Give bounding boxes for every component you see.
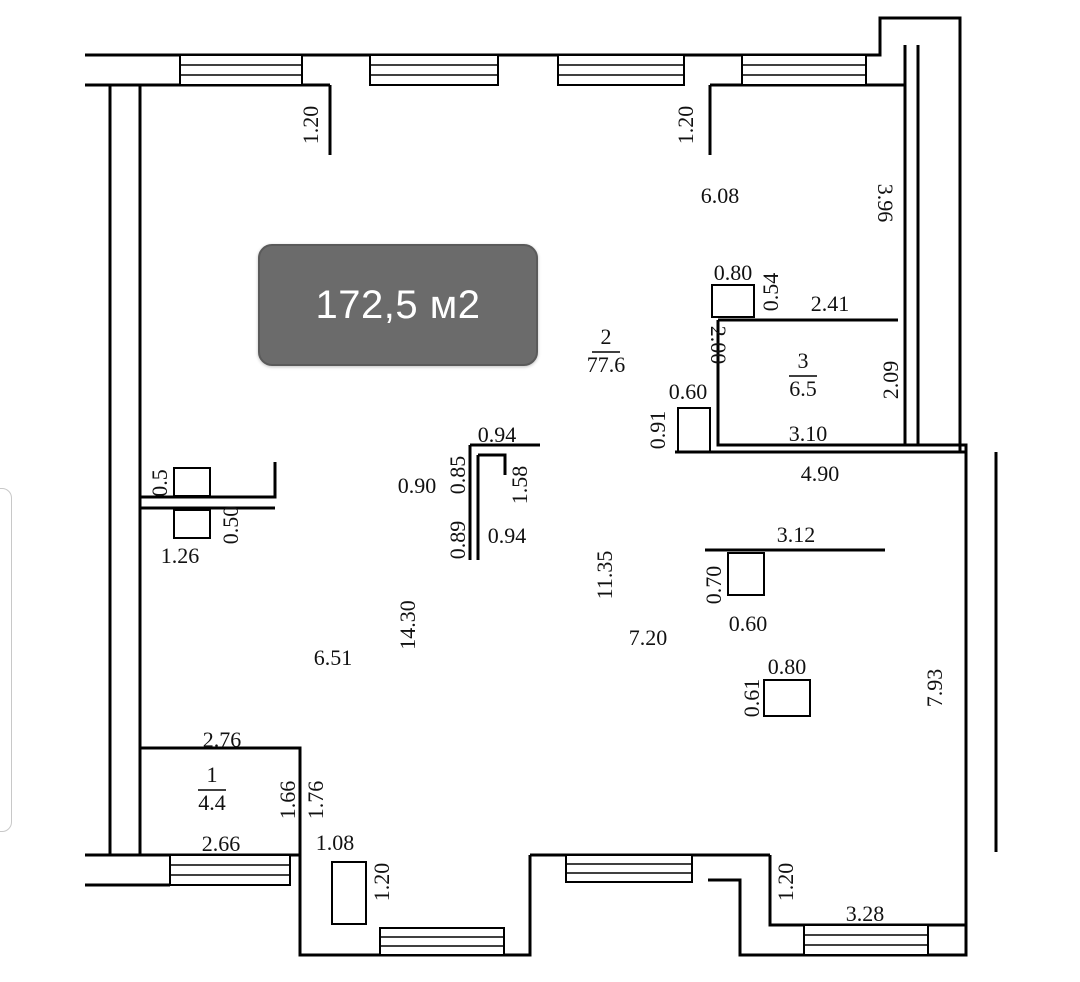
room-number: 1 [207, 762, 218, 787]
windows [169, 54, 929, 956]
room-area: 4.4 [198, 790, 226, 815]
dimension-label: 3.12 [777, 522, 816, 547]
dimension-label: 1.08 [316, 830, 355, 855]
dimension-label: 0.85 [445, 456, 470, 495]
dimension-label: 0.5 [147, 469, 172, 497]
dimension-label: 3.96 [873, 184, 898, 223]
dimension-label: 0.80 [714, 260, 753, 285]
dimension-label: 7.93 [922, 669, 947, 708]
dimension-label: 2.41 [811, 291, 850, 316]
dimension-label: 0.54 [758, 273, 783, 312]
dimension-label: 0.50 [218, 506, 243, 545]
dimension-label: 0.91 [645, 411, 670, 450]
room-number: 3 [798, 348, 809, 373]
dimension-label: 2.09 [878, 361, 903, 400]
dimension-label: 0.61 [739, 679, 764, 718]
dimension-label: 6.51 [314, 645, 353, 670]
dimension-label: 11.35 [592, 551, 617, 600]
dimension-label: 1.20 [673, 106, 698, 145]
room-number: 2 [601, 324, 612, 349]
interior-walls [140, 85, 966, 925]
area-badge: 172,5 м2 [258, 244, 538, 366]
room-area: 77.6 [587, 352, 626, 377]
dimension-label: 3.10 [789, 421, 828, 446]
dimension-label: 2.76 [203, 727, 242, 752]
dimension-label: 2.66 [202, 831, 241, 856]
area-label: 172,5 м2 [315, 282, 481, 327]
dimension-label: 0.94 [488, 523, 527, 548]
dimension-label: 1.20 [773, 863, 798, 902]
dimension-label: 1.76 [303, 781, 328, 820]
dimension-label: 1.20 [369, 863, 394, 902]
dimension-label: 14.30 [395, 600, 420, 650]
dimension-label: 1.58 [507, 466, 532, 505]
dimension-label: 0.60 [729, 611, 768, 636]
dimension-label: 0.90 [398, 473, 437, 498]
dimension-label: 0.94 [478, 422, 517, 447]
dimension-label: 0.60 [669, 379, 708, 404]
dimension-label: 2.00 [706, 326, 731, 365]
dimension-label: 1.26 [161, 543, 200, 568]
dimension-label: 7.20 [629, 625, 668, 650]
dimension-label: 0.80 [768, 654, 807, 679]
dimension-label: 1.66 [275, 781, 300, 820]
dimension-label: 3.28 [846, 901, 885, 926]
dimension-label: 6.08 [701, 183, 740, 208]
dimension-label: 0.89 [445, 521, 470, 560]
dimension-label: 1.20 [298, 106, 323, 145]
room-area: 6.5 [789, 376, 817, 401]
dimension-label: 4.90 [801, 461, 840, 486]
dimension-label: 0.70 [701, 566, 726, 605]
